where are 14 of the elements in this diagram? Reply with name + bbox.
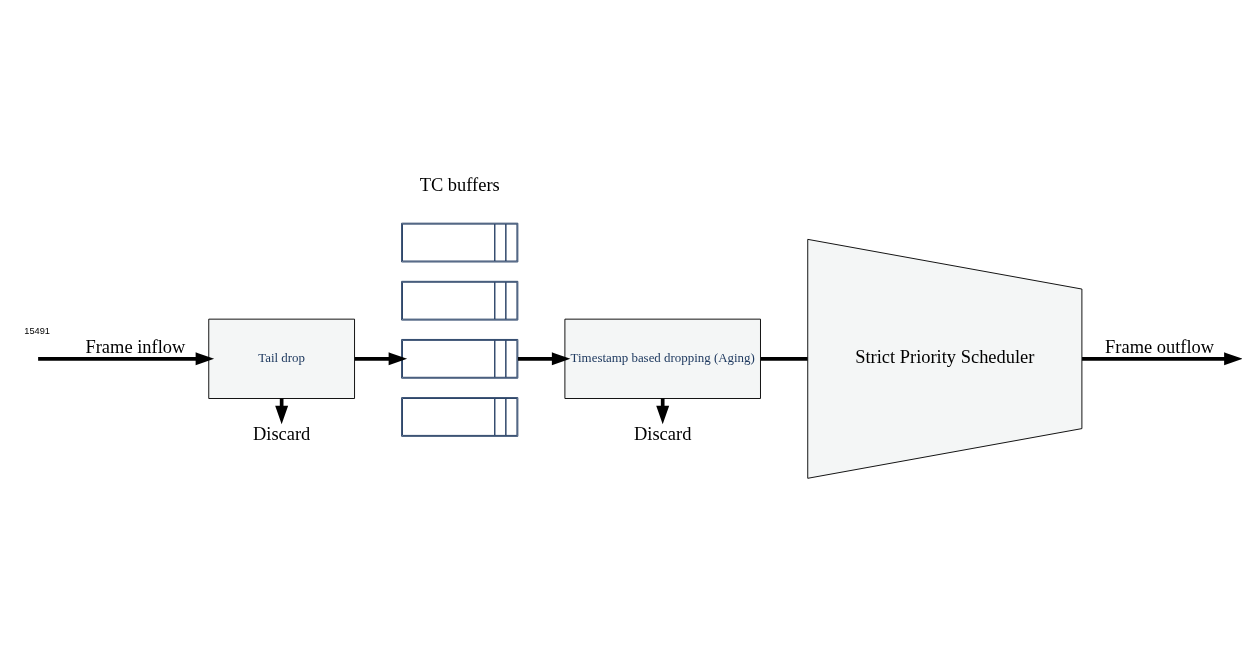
label: TC buffers: [419, 174, 500, 195]
node-text: Discard: [252, 424, 311, 445]
node-box: Tail drop: [208, 318, 355, 399]
connector: [760, 357, 808, 361]
arrow: [354, 352, 408, 366]
node-box: Strict Priority Scheduler: [807, 238, 1083, 479]
node-text: Discard: [634, 424, 692, 445]
node-box: Timestamp based dropping (Aging): [564, 318, 761, 399]
edge-label: Frame outflow: [1105, 337, 1215, 358]
arrow: [38, 352, 215, 366]
arrow: [1082, 352, 1242, 366]
arrow: [518, 352, 571, 366]
label: 15491: [24, 326, 50, 337]
edge-label: Frame inflow: [85, 337, 186, 358]
